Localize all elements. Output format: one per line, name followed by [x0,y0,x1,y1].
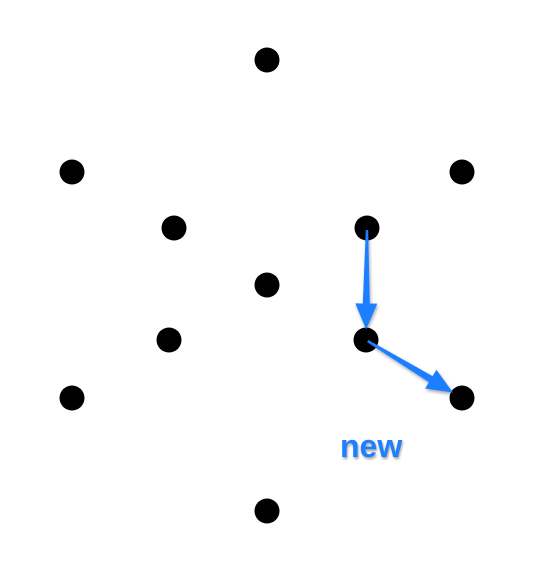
arrow-inner-upper-right-to-inner-lower-right [355,230,378,330]
dot-upper-left [59,159,85,185]
new-label: new [340,428,403,464]
dot-upper-right [449,159,475,185]
dot-inner-upper-left [161,215,187,241]
dot-lower-right [449,385,475,411]
dot-top [254,47,280,73]
dot-bottom [254,498,280,524]
dot-inner-lower-right [353,327,379,353]
arrows-layer [355,230,453,393]
arrow-inner-lower-right-to-lower-right [367,340,453,393]
dot-inner-lower-left [156,327,182,353]
dot-inner-upper-right [354,215,380,241]
dot-center [254,272,280,298]
dot-lower-left [59,385,85,411]
dots-layer [59,47,475,524]
